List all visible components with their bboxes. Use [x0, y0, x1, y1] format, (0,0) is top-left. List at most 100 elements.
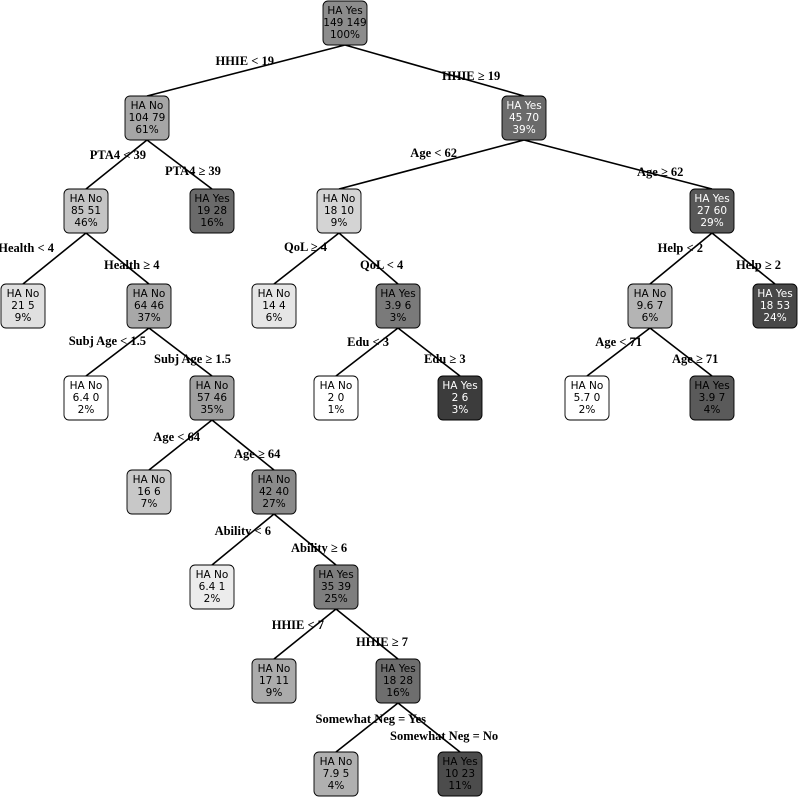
- tree-edge: [711, 232, 776, 285]
- node-percent: 29%: [700, 217, 723, 229]
- split-label: PTA4 ≥ 39: [165, 164, 221, 178]
- node-counts: 149 149: [323, 17, 366, 29]
- node-counts: 19 28: [197, 205, 227, 217]
- node-counts: 5.7 0: [574, 392, 601, 404]
- node-counts: 2 0: [328, 392, 345, 404]
- tree-edge: [85, 327, 150, 377]
- tree-edge: [273, 608, 337, 660]
- node-box: [501, 95, 547, 141]
- node-box: [63, 188, 109, 234]
- node-percent: 4%: [328, 780, 345, 792]
- node-counts: 104 79: [129, 112, 166, 124]
- node-class-label: HA Yes: [694, 193, 729, 205]
- node-class-label: HA No: [133, 288, 166, 300]
- split-label: Help ≥ 2: [736, 258, 781, 272]
- node-box: [375, 658, 421, 704]
- tree-edge: [335, 327, 399, 377]
- split-label: Health ≥ 4: [104, 258, 160, 272]
- node-class-label: HA No: [320, 380, 353, 392]
- node-percent: 11%: [448, 780, 471, 792]
- tree-edge: [146, 139, 213, 190]
- split-label: HHIE ≥ 19: [442, 69, 500, 83]
- node-class-label: HA No: [323, 193, 356, 205]
- node-class-label: HA Yes: [380, 288, 415, 300]
- node-class-label: HA No: [70, 380, 103, 392]
- node-box: [251, 469, 297, 515]
- node-counts: 14 4: [262, 300, 286, 312]
- node-counts: 6.4 0: [73, 392, 100, 404]
- split-label: QoL ≥ 4: [284, 240, 328, 254]
- node-class-label: HA No: [70, 193, 103, 205]
- node-box: [313, 375, 359, 421]
- node-box: [316, 188, 362, 234]
- split-label: PTA4 < 39: [90, 148, 146, 162]
- node-class-label: HA No: [7, 288, 40, 300]
- node-counts: 10 23: [445, 768, 475, 780]
- node-percent: 39%: [512, 124, 535, 136]
- tree-edge: [146, 44, 346, 97]
- node-box: [437, 375, 483, 421]
- split-label: Somewhat Neg = No: [390, 729, 498, 743]
- node-box: [375, 283, 421, 329]
- tree-edge: [211, 513, 275, 566]
- node-percent: 37%: [137, 312, 160, 324]
- node-box: [126, 283, 172, 329]
- node-class-label: HA No: [571, 380, 604, 392]
- node-class-label: HA Yes: [442, 756, 477, 768]
- node-class-label: HA No: [258, 288, 291, 300]
- node-counts: 9.6 7: [637, 300, 664, 312]
- split-label: Age < 71: [595, 335, 642, 349]
- node-class-label: HA Yes: [380, 663, 415, 675]
- node-percent: 24%: [763, 312, 786, 324]
- node-class-label: HA No: [133, 474, 166, 486]
- edges-layer: HHIE < 19 HHIE ≥ 19 PTA4 < 39 PTA4 ≥ 39 Age …: [0, 44, 781, 753]
- split-label: Age < 64: [153, 430, 200, 444]
- node-class-label: HA Yes: [327, 5, 362, 17]
- node-counts: 45 70: [509, 112, 539, 124]
- node-class-label: HA Yes: [318, 569, 353, 581]
- node-percent: 25%: [324, 593, 347, 605]
- node-percent: 9%: [15, 312, 32, 324]
- split-label: Ability ≥ 6: [291, 541, 347, 555]
- node-class-label: HA Yes: [506, 100, 541, 112]
- node-counts: 2 6: [452, 392, 469, 404]
- split-label: Age < 62: [410, 146, 457, 160]
- split-label: Age ≥ 62: [637, 165, 683, 179]
- node-class-label: HA No: [131, 100, 164, 112]
- node-percent: 2%: [204, 593, 221, 605]
- tree-edge: [649, 327, 713, 377]
- node-class-label: HA No: [258, 474, 291, 486]
- split-label: HHIE < 19: [215, 54, 274, 68]
- tree-edge: [397, 702, 461, 753]
- node-counts: 3.9 7: [699, 392, 726, 404]
- tree-edge: [397, 327, 461, 377]
- tree-edge: [338, 139, 525, 190]
- node-percent: 16%: [386, 687, 409, 699]
- node-box: [189, 188, 235, 234]
- node-box: [126, 469, 172, 515]
- split-label: Somewhat Neg = Yes: [316, 712, 427, 726]
- node-percent: 4%: [704, 404, 721, 416]
- split-label: Health < 4: [0, 241, 55, 255]
- node-box: [189, 564, 235, 610]
- node-percent: 9%: [331, 217, 348, 229]
- node-box: [251, 658, 297, 704]
- node-percent: 2%: [78, 404, 95, 416]
- tree-edge: [586, 327, 651, 377]
- node-box: [124, 95, 170, 141]
- split-label: QoL < 4: [360, 258, 404, 272]
- node-counts: 7.9 5: [323, 768, 350, 780]
